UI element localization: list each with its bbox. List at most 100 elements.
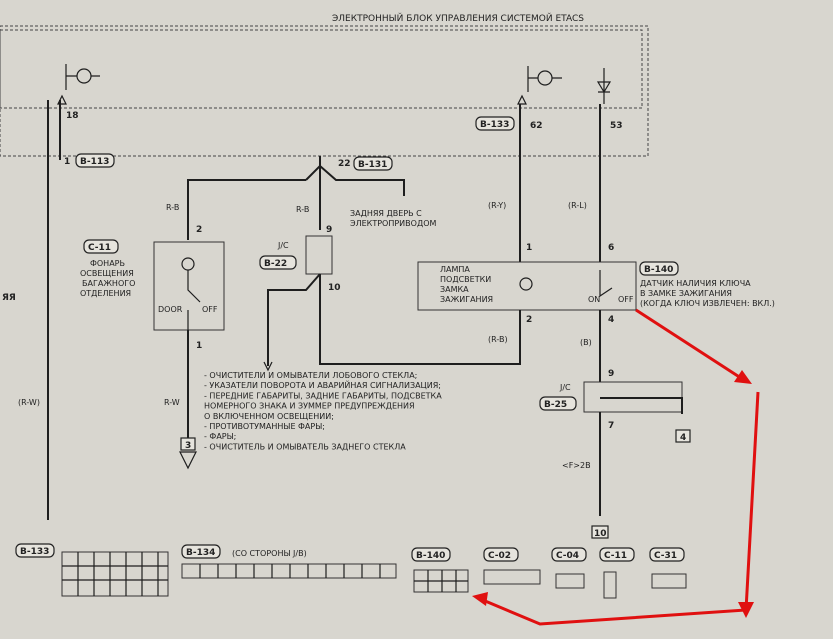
ground-4: 4 xyxy=(680,433,686,443)
cargo-label-3: БАГАЖНОГО xyxy=(82,279,135,288)
etacs-inner-box xyxy=(0,29,643,109)
pin-6: 6 xyxy=(608,243,614,253)
function-list-item: - ПЕРЕДНИЕ ГАБАРИТЫ, ЗАДНИЕ ГАБАРИТЫ, ПО… xyxy=(204,391,442,400)
wire-r-b-label: (R-B) xyxy=(488,335,508,344)
tailgate-label-2: ЭЛЕКТРОПРИВОДОМ xyxy=(350,219,437,228)
function-list: - ОЧИСТИТЕЛИ И ОМЫВАТЕЛИ ЛОБОВОГО СТЕКЛА… xyxy=(204,371,442,451)
key-label-2: В ЗАМКЕ ЗАЖИГАНИЯ xyxy=(640,289,732,298)
pin-10-b22: 10 xyxy=(328,283,341,293)
wire-b22-right xyxy=(319,274,521,365)
connector-c11 xyxy=(603,571,617,599)
pin-9-b25: 9 xyxy=(608,369,614,379)
key-label-1: ДАТЧИК НАЛИЧИЯ КЛЮЧА xyxy=(640,279,751,288)
tag-bottom-b134 xyxy=(181,544,221,559)
pin-53: 53 xyxy=(610,121,623,131)
ignition-module-box xyxy=(417,261,637,311)
pin-1-b140: 1 xyxy=(526,243,532,253)
jc-label-b25: J/C xyxy=(559,383,571,392)
pin-1-c11: 1 xyxy=(196,341,202,351)
wire-jc-b25-right xyxy=(600,397,683,414)
transistor-left-icon xyxy=(57,64,100,105)
jc-label-b22: J/C xyxy=(277,241,289,250)
tag-bottom-c31 xyxy=(649,547,685,562)
label-c11: C-11 xyxy=(88,243,111,253)
connector-b134-grid xyxy=(199,564,381,578)
lamp-label-1: ЛАМПА xyxy=(440,265,470,274)
bottom-label-c04: C-04 xyxy=(556,551,579,561)
lamp-label-3: ЗАМКА xyxy=(440,285,469,294)
function-list-item: - ФАРЫ; xyxy=(204,432,236,441)
pin-62: 62 xyxy=(530,121,543,131)
lamp-bulb-icon xyxy=(181,257,195,271)
wire-b-label: (B) xyxy=(580,338,592,347)
function-list-item: О ВКЛЮЧЕННОМ ОСВЕЩЕНИИ; xyxy=(204,412,334,421)
bottom-label-b133: B-133 xyxy=(20,547,49,557)
tag-bottom-c11 xyxy=(599,547,635,562)
diode-icon xyxy=(596,68,612,104)
tag-b140 xyxy=(639,261,679,276)
pin-4: 4 xyxy=(608,315,614,325)
key-switch-icon xyxy=(599,270,613,298)
connector-c02 xyxy=(483,569,541,585)
connector-b134 xyxy=(181,563,397,579)
lamp-label-2: ПОДСВЕТКИ xyxy=(440,275,491,284)
label-b133: B-133 xyxy=(480,120,509,130)
ground-10-box xyxy=(591,525,609,539)
wire-f2b-label: <F>2B xyxy=(562,461,591,470)
etacs-unit-box xyxy=(0,25,649,157)
tag-b131 xyxy=(353,156,393,171)
connector-b133 xyxy=(61,551,169,597)
pin-22: 22 xyxy=(338,159,351,169)
jc-b22-box xyxy=(305,235,333,275)
bottom-label-c02: C-02 xyxy=(488,551,511,561)
tag-bottom-c04 xyxy=(551,547,587,562)
ground-10: 10 xyxy=(594,529,607,539)
tag-b22 xyxy=(259,255,297,270)
wire-to-cargo-lamp xyxy=(187,179,306,240)
wire-rb-1: R-B xyxy=(166,203,179,212)
function-list-item: - ОЧИСТИТЕЛИ И ОМЫВАТЕЛИ ЛОБОВОГО СТЕКЛА… xyxy=(204,371,417,380)
label-b25: B-25 xyxy=(544,400,567,410)
bottom-label-c11: C-11 xyxy=(604,551,627,561)
ground-3-box xyxy=(180,437,196,451)
pin-7: 7 xyxy=(608,421,614,431)
pin-1-b113: 1 xyxy=(64,157,70,167)
connector-c31 xyxy=(651,573,687,589)
pin-2-b140: 2 xyxy=(526,315,532,325)
label-b113: B-113 xyxy=(80,157,109,167)
tag-b133 xyxy=(475,116,515,131)
off-label-c11: OFF xyxy=(202,305,218,314)
transistor-right-icon xyxy=(517,66,562,105)
ground-3-icon xyxy=(179,451,197,470)
tag-bottom-b140 xyxy=(411,547,451,562)
on-label: ON xyxy=(588,295,600,304)
function-list-item: - УКАЗАТЕЛИ ПОВОРОТА И АВАРИЙНАЯ СИГНАЛИ… xyxy=(204,379,441,390)
arrow-down-icon xyxy=(263,361,273,372)
wire-rb-2: R-B xyxy=(296,205,309,214)
key-label-3: (КОГДА КЛЮЧ ИЗВЛЕЧЕН: ВКЛ.) xyxy=(640,299,775,308)
red-arrowhead-3 xyxy=(472,592,488,606)
pin-2-c11: 2 xyxy=(196,225,202,235)
door-label: DOOR xyxy=(158,305,183,314)
tag-c11 xyxy=(83,239,119,254)
cargo-label-4: ОТДЕЛЕНИЯ xyxy=(80,289,131,298)
lamp-label-4: ЗАЖИГАНИЯ xyxy=(440,295,493,304)
tailgate-label-1: ЗАДНЯЯ ДВЕРЬ С xyxy=(350,209,422,218)
tag-bottom-c02 xyxy=(483,547,519,562)
wire-r-w-left: (R-W) xyxy=(18,398,40,407)
label-b140: B-140 xyxy=(644,265,673,275)
red-arrowhead-2 xyxy=(738,602,754,618)
b134-note: (СО СТОРОНЫ J/B) xyxy=(232,549,307,558)
bottom-label-b140: B-140 xyxy=(416,551,445,561)
bottom-label-c31: C-31 xyxy=(654,551,677,561)
connector-c04 xyxy=(555,573,585,589)
function-list-item: НОМЕРНОГО ЗНАКА И ЗУММЕР ПРЕДУПРЕЖДЕНИЯ xyxy=(204,402,415,411)
function-list-item: - ПРОТИВОТУМАННЫЕ ФАРЫ; xyxy=(204,422,325,431)
left-edge-label: ЯЯ xyxy=(2,293,16,303)
wire-r-w: R-W xyxy=(164,398,180,407)
tag-bottom-b133 xyxy=(15,543,55,558)
wire-r-y-label: (R-Y) xyxy=(488,201,506,210)
function-list-item: - ОЧИСТИТЕЛЬ И ОМЫВАТЕЛЬ ЗАДНЕГО СТЕКЛА xyxy=(204,442,406,451)
ground-3: 3 xyxy=(185,441,191,451)
